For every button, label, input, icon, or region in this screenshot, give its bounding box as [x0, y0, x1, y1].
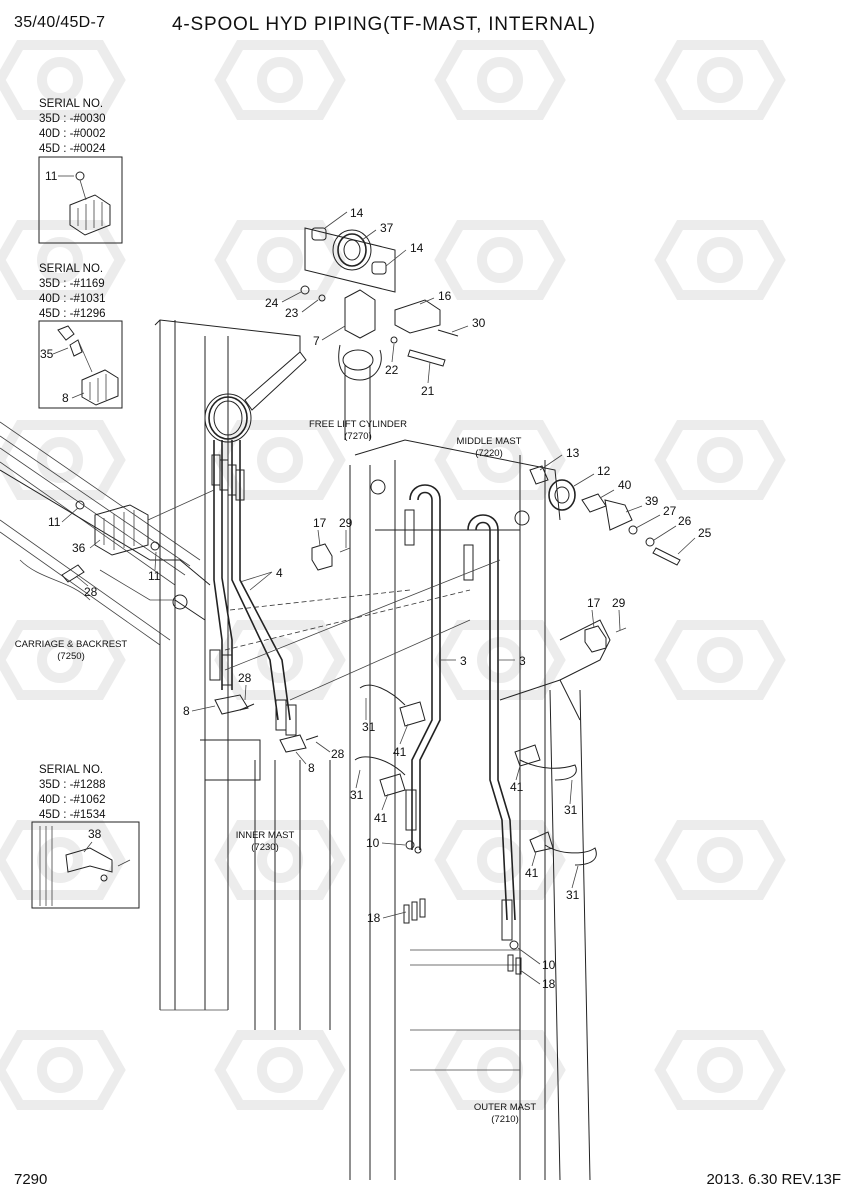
free-lift-cylinder — [338, 344, 382, 440]
callout-29: 29 — [339, 516, 353, 530]
callout-11: 11 — [48, 515, 61, 529]
callout-37: 37 — [380, 221, 394, 235]
hose-coil — [204, 351, 307, 443]
callout-10: 10 — [542, 958, 556, 972]
callout-28: 28 — [84, 585, 98, 599]
serial-box-3: SERIAL NO. 35D : -#1288 40D : -#1062 45D… — [31, 764, 140, 909]
callout-22: 22 — [385, 363, 399, 377]
free-lift-cylinder-label: FREE LIFT CYLINDER — [309, 419, 407, 430]
callout-30: 30 — [472, 316, 486, 330]
outer-mast — [410, 619, 611, 1181]
callout-23: 23 — [285, 306, 299, 320]
serial-line: 40D : -#1062 — [39, 794, 106, 806]
callout-28: 28 — [238, 671, 252, 685]
hose-clips — [354, 684, 597, 866]
middle-mast-hoses — [224, 484, 516, 941]
serial-line: 35D : -#1169 — [39, 278, 105, 290]
serial-heading: SERIAL NO. — [39, 98, 103, 110]
page-number: 7290 — [14, 1171, 48, 1188]
callout-12: 12 — [597, 464, 611, 478]
inner-mast-code: (7230) — [251, 842, 278, 853]
bracket-detail — [39, 826, 131, 906]
page-title: 4-SPOOL HYD PIPING(TF-MAST, INTERNAL) — [172, 14, 596, 35]
outer-mast-label: OUTER MAST — [474, 1102, 536, 1113]
outer-mast-code: (7210) — [491, 1114, 518, 1125]
callout-41: 41 — [525, 866, 539, 880]
serial-line: 45D : -#1534 — [39, 809, 106, 821]
callout-36: 36 — [72, 541, 86, 555]
clamp-17-left — [311, 543, 351, 571]
callout-17: 17 — [587, 596, 601, 610]
valve-block-detail-1 — [69, 171, 111, 236]
serial-heading: SERIAL NO. — [39, 263, 103, 275]
callout-41: 41 — [374, 811, 388, 825]
carriage-backrest-code: (7250) — [57, 651, 84, 662]
callout-18: 18 — [542, 977, 556, 991]
serial-box-1: SERIAL NO. 35D : -#0030 40D : -#0002 45D… — [38, 98, 123, 244]
inner-mast — [154, 319, 331, 1030]
callout-10: 10 — [366, 836, 380, 850]
middle-mast — [349, 439, 561, 1180]
middle-mast-label: MIDDLE MAST — [457, 436, 522, 447]
callout-7: 7 — [313, 334, 320, 348]
valve-block — [61, 489, 215, 583]
watermark-pattern — [0, 40, 786, 1110]
callout-41: 41 — [393, 745, 407, 759]
callout-14: 14 — [410, 241, 424, 255]
serial-line: 35D : -#1288 — [39, 779, 106, 791]
serial-line: 35D : -#0030 — [39, 113, 106, 125]
callout-41: 41 — [510, 780, 524, 794]
callout-17: 17 — [313, 516, 327, 530]
callout-13: 13 — [566, 446, 580, 460]
sheave-assembly-top — [300, 227, 459, 367]
callout-11: 11 — [148, 569, 161, 583]
callout-40: 40 — [618, 478, 632, 492]
serial-line: 45D : -#0024 — [39, 143, 106, 155]
callout-31: 31 — [362, 720, 376, 734]
fitting-group-bottom — [403, 840, 522, 975]
callout-29: 29 — [612, 596, 626, 610]
callout-31: 31 — [564, 803, 578, 817]
callout-26: 26 — [678, 514, 692, 528]
revision-date: 2013. 6.30 REV.13F — [706, 1171, 841, 1188]
callout-28: 28 — [331, 747, 345, 761]
clamp-17-right — [584, 625, 627, 653]
callout-31: 31 — [566, 888, 580, 902]
callout-4: 4 — [276, 566, 283, 580]
inner-mast-label: INNER MAST — [236, 830, 295, 841]
callout-39: 39 — [645, 494, 659, 508]
inner-hoses — [209, 440, 297, 736]
model-code: 35/40/45D-7 — [14, 14, 106, 31]
callout-21: 21 — [421, 384, 435, 398]
free-lift-cylinder-code: (7270) — [344, 431, 371, 442]
callout-8: 8 — [308, 761, 315, 775]
serial-heading: SERIAL NO. — [39, 764, 103, 776]
callout-8: 8 — [183, 704, 190, 718]
middle-mast-code: (7220) — [475, 448, 502, 459]
callout-24: 24 — [265, 296, 279, 310]
callout-25: 25 — [698, 526, 712, 540]
callout-3: 3 — [519, 654, 526, 668]
fitting-group-lower — [214, 694, 319, 753]
callout-14: 14 — [350, 206, 364, 220]
sheave-assembly-right — [529, 465, 681, 566]
callout-35: 35 — [40, 347, 54, 361]
serial-box-2: SERIAL NO. 35D : -#1169 40D : -#1031 45D… — [38, 263, 123, 409]
serial-line: 45D : -#1296 — [39, 308, 106, 320]
callout-31: 31 — [350, 788, 364, 802]
callout-38: 38 — [88, 827, 102, 841]
callout-8: 8 — [62, 391, 69, 405]
callout-16: 16 — [438, 289, 452, 303]
callout-27: 27 — [663, 504, 677, 518]
serial-line: 40D : -#1031 — [39, 293, 106, 305]
valve-block-detail-2 — [57, 325, 119, 406]
callout-11: 11 — [45, 169, 58, 183]
callout-3: 3 — [460, 654, 467, 668]
carriage-backrest-label: CARRIAGE & BACKREST — [15, 639, 128, 650]
carriage-structure — [0, 421, 211, 646]
serial-line: 40D : -#0002 — [39, 128, 106, 140]
callout-18: 18 — [367, 911, 381, 925]
